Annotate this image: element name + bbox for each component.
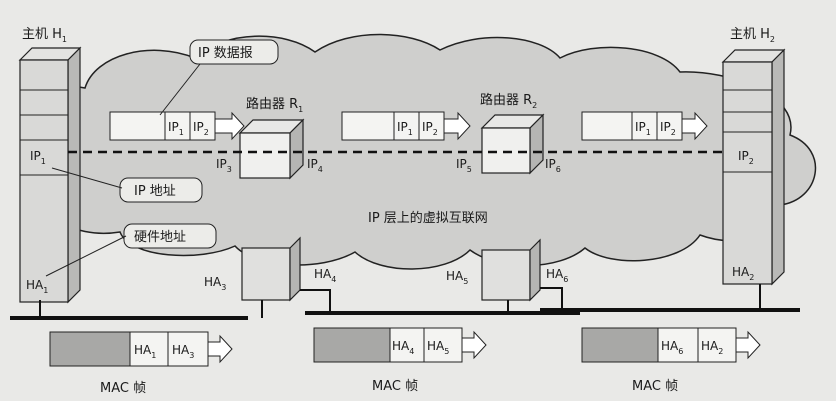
host-h2-ip: IP2 (738, 149, 754, 166)
datagram-3-dst: IP2 (660, 120, 676, 137)
mac-frame-2 (313, 327, 487, 363)
router-r1-ip-right: IP4 (307, 157, 323, 174)
datagram-3-src: IP1 (635, 120, 651, 137)
frame-2-label: MAC 帧 (372, 379, 418, 394)
router-r1-ha-right: HA4 (314, 267, 336, 284)
frame-1-src: HA1 (134, 343, 156, 360)
network-links (10, 284, 800, 320)
callout-ip-datagram-text: IP 数据报 (198, 46, 253, 61)
router-r2-box (480, 113, 545, 302)
frame-3-src: HA6 (661, 339, 683, 356)
datagram-1-dst: IP2 (193, 120, 209, 137)
datagram-2-src: IP1 (397, 120, 413, 137)
router-r2-ip-left: IP5 (456, 157, 472, 174)
host-h1-ip: IP1 (30, 149, 46, 166)
callout-ip-address-text: IP 地址 (134, 184, 176, 199)
mac-frame-1 (49, 331, 233, 367)
host-h1-ha: HA1 (26, 278, 48, 295)
host-h1-tower (18, 46, 82, 304)
frame-2-src: HA4 (392, 339, 414, 356)
callout-ip-datagram (159, 39, 279, 116)
mac-frame-3 (581, 327, 761, 363)
cloud-label: IP 层上的虚拟互联网 (368, 210, 488, 226)
host-h1-label: 主机 H1 (22, 27, 67, 44)
frame-3-label: MAC 帧 (632, 379, 678, 394)
callout-ip-address (51, 167, 203, 203)
router-r1-label: 路由器 R1 (246, 96, 303, 114)
router-r1-box (238, 118, 305, 302)
host-h2-label: 主机 H2 (730, 27, 775, 44)
callout-hardware-address-text: 硬件地址 (134, 230, 186, 245)
host-h2-ha: HA2 (732, 265, 754, 282)
router-r1-ip-left: IP3 (216, 157, 232, 174)
datagram-1 (109, 111, 245, 141)
router-r2-ip-right: IP6 (545, 157, 561, 174)
router-r2-label: 路由器 R2 (480, 92, 537, 110)
datagram-2-dst: IP2 (422, 120, 438, 137)
frame-3-dst: HA2 (701, 339, 723, 356)
datagram-2 (341, 111, 471, 141)
router-r2-ha-left: HA5 (446, 269, 468, 286)
router-r1-ha-left: HA3 (204, 275, 226, 292)
callout-hardware-address (45, 223, 217, 277)
router-r2-ha-right: HA6 (546, 267, 568, 284)
host-h2-tower (721, 48, 786, 286)
datagram-3 (581, 111, 708, 141)
frame-1-dst: HA3 (172, 343, 194, 360)
datagram-1-src: IP1 (168, 120, 184, 137)
frame-1-label: MAC 帧 (100, 381, 146, 396)
frame-2-dst: HA5 (427, 339, 449, 356)
